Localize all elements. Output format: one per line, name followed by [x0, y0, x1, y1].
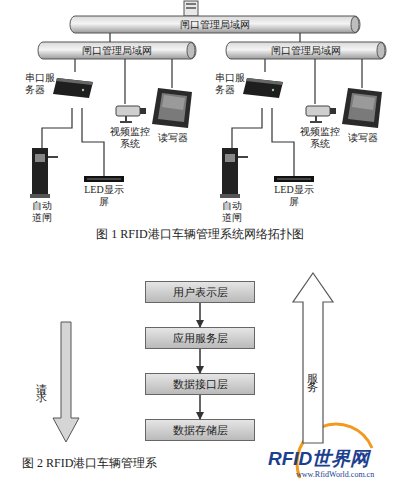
- network-wire: [124, 59, 125, 104]
- watermark-text: www.RfidWorld.com.cn: [296, 470, 374, 479]
- layer-box: 数据存储层: [145, 419, 255, 441]
- server-tower-icon: [184, 1, 198, 17]
- server-icon: [243, 78, 283, 98]
- flow-arrow-line: [199, 349, 201, 373]
- lan-cylinder: 闸口管理局域网: [38, 42, 196, 59]
- network-wire: [171, 59, 172, 88]
- network-wire: [232, 108, 262, 148]
- node-label: 串口服务器: [25, 72, 55, 95]
- lan-cylinder: 闸口管理局域网: [70, 16, 360, 33]
- network-wire: [299, 33, 300, 42]
- flow-arrow: 请求: [34, 322, 80, 442]
- camera-icon: [116, 106, 146, 123]
- node-label: 自动道闸: [30, 200, 54, 223]
- device-node: 自动道闸: [212, 148, 256, 226]
- led-icon: [84, 176, 124, 182]
- flow-arrow: 服务: [292, 272, 334, 444]
- layer-box: 数据接口层: [145, 373, 255, 395]
- node-label: 闸口管理局域网: [70, 16, 360, 33]
- flow-arrow-line: [199, 303, 201, 327]
- network-wire: [272, 108, 294, 176]
- device-node: 读写器: [150, 88, 195, 150]
- camera-icon: [306, 106, 336, 123]
- server-icon: [53, 78, 93, 98]
- device-node: 读写器: [340, 88, 385, 150]
- node-label: LED显示屏: [270, 184, 318, 207]
- figure-caption: 图 1 RFID港口车辆管理系统网络拓扑图: [0, 226, 400, 243]
- network-wire: [42, 108, 72, 148]
- node-label: 数据存储层: [145, 419, 255, 441]
- node-label: 闸口管理局域网: [226, 42, 386, 59]
- node-shape: [292, 272, 334, 444]
- node-label: 请求: [34, 322, 50, 442]
- network-wire: [361, 59, 362, 88]
- node-label: 应用服务层: [145, 327, 255, 349]
- node-label: 读写器: [340, 132, 385, 144]
- lan-cylinder: 闸口管理局域网: [226, 42, 386, 59]
- watermark-text: RFID世界网: [268, 446, 369, 472]
- device-node: 串口服务器: [25, 72, 95, 108]
- network-wire: [109, 33, 110, 42]
- device-node: 自动道闸: [22, 148, 66, 226]
- network-wire: [82, 108, 104, 176]
- gate-icon: [220, 148, 248, 198]
- node-label: 读写器: [150, 132, 195, 144]
- layer-box: 应用服务层: [145, 327, 255, 349]
- device-node: 视频监控系统: [290, 104, 350, 150]
- gate-icon: [30, 148, 58, 198]
- device-node: LED显示屏: [270, 176, 318, 210]
- node-label: 串口服务器: [215, 72, 245, 95]
- node-label: 用户表示层: [145, 281, 255, 303]
- node-label: 视频监控系统: [108, 126, 152, 149]
- network-wire: [264, 59, 265, 72]
- led-icon: [274, 176, 314, 182]
- node-label: 视频监控系统: [298, 126, 342, 149]
- reader-icon: [342, 88, 382, 128]
- node-label: 自动道闸: [220, 200, 244, 223]
- node-label: 服务: [303, 302, 323, 443]
- network-wire: [314, 59, 315, 104]
- device-node: LED显示屏: [80, 176, 128, 210]
- network-wire: [74, 59, 75, 72]
- reader-icon: [152, 88, 192, 128]
- device-node: 串口服务器: [215, 72, 285, 108]
- node-label: 闸口管理局域网: [38, 42, 196, 59]
- layer-box: 用户表示层: [145, 281, 255, 303]
- node-label: LED显示屏: [80, 184, 128, 207]
- node-label: 数据接口层: [145, 373, 255, 395]
- flow-arrow-line: [199, 395, 201, 419]
- figure-caption: 图 2 RFID港口车辆管理系: [22, 455, 157, 472]
- device-node: 视频监控系统: [100, 104, 160, 150]
